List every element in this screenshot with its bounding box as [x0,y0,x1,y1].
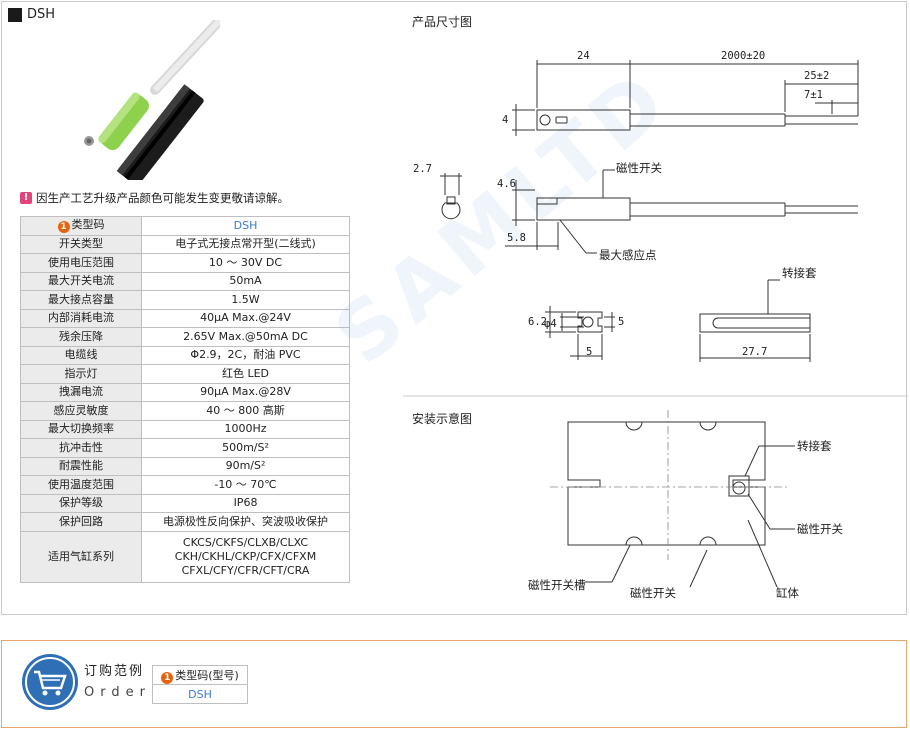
dim-24: 24 [577,50,590,62]
dim-27-7: 27.7 [742,346,768,358]
dim-phi4: φ4 [544,318,557,330]
dim-7: 7±1 [804,89,823,101]
label-mag-switch: 磁性开关 [616,161,662,175]
cylinder-series-line: CKCS/CKFS/CLXB/CLXC [182,535,309,549]
label-adapter: 转接套 [782,266,817,280]
spec-value: Φ2.9，2C，耐油 PVC [141,345,350,365]
dim-2000: 2000±20 [721,50,766,62]
notice-text: 因生产工艺升级产品颜色可能发生变更敬请谅解。 [36,191,289,205]
spec-value: -10 ～ 70℃ [141,475,350,495]
spec-row: 开关类型电子式无接点常开型(二线式) [20,234,350,254]
dim-6-2: 6.2 [528,316,547,328]
spec-value: 50mA [141,271,350,291]
spec-value: IP68 [141,493,350,513]
spec-key: 开关类型 [20,234,142,254]
warning-icon: ! [20,192,32,204]
order-title: 订购范例 [84,664,145,679]
dim-5-right: 5 [618,316,625,328]
spec-key: 指示灯 [20,364,142,384]
install-label-mag-switch: 磁性开关 [797,522,843,536]
install-label-adapter: 转接套 [797,439,832,453]
spec-key: 最大接点容量 [20,290,142,310]
number-one-badge: 1 [57,221,70,234]
cylinder-series-line: CFXL/CFY/CFR/CFT/CRA [181,563,310,577]
spec-value: 1000Hz [141,419,350,439]
spec-key: 抗冲击性 [20,438,142,458]
dim-25: 25±2 [804,70,830,82]
dim-4: 4 [502,114,509,126]
dim-2-7: 2.7 [413,163,432,175]
spec-key: 使用温度范围 [20,475,142,495]
label-max-point: 最大感应点 [599,248,657,262]
title-square-icon [8,7,22,22]
number-one-badge: 1 [161,671,174,684]
order-value-cell: DSH [152,684,248,704]
dimension-section-title: 产品尺寸图 [412,15,473,29]
install-label-mag-switch-bottom: 磁性开关 [630,586,676,600]
product-panel [1,1,907,615]
spec-key: 感应灵敏度 [20,401,142,421]
dim-5-8: 5.8 [507,232,526,244]
cylinder-series-line: CKH/CKHL/CKP/CFX/CFXM [174,549,317,563]
spec-value: DSH [141,216,350,236]
spec-row: 使用温度范围-10 ～ 70℃ [20,475,350,495]
spec-value: 40μA Max.@24V [141,308,350,328]
dim-4-6: 4.6 [497,178,516,190]
spec-value: 1.5W [141,290,350,310]
spec-value: 红色 LED [141,364,350,384]
dimension-drawing [403,60,908,588]
notice: ! 因生产工艺升级产品颜色可能发生变更敬请谅解。 [20,190,289,206]
spec-value: 电源极性反向保护、突波吸收保护 [141,512,350,532]
order-panel [1,640,907,728]
order-subtitle: Order [84,685,151,700]
spec-key: 内部消耗电流 [20,308,142,328]
spec-row: 指示灯红色 LED [20,364,350,384]
spec-key: 耐震性能 [20,456,142,476]
spec-key: 拽漏电流 [20,382,142,402]
install-label-slot: 磁性开关槽 [528,578,586,592]
product-title: DSH [8,7,55,22]
product-photo [84,20,220,180]
cart-icon [22,654,78,710]
spec-value: 90m/S² [141,456,350,476]
spec-value: 500m/S² [141,438,350,458]
spec-value: 2.65V Max.@50mA DC [141,327,350,347]
dim-5-bottom: 5 [586,346,593,358]
spec-value: 40 ～ 800 高斯 [141,401,350,421]
spec-value: 10 ～ 30V DC [141,253,350,273]
model-name: DSH [27,7,56,22]
install-label-cylinder: 缸体 [776,586,799,600]
spec-key: 最大切换频率 [20,419,142,439]
spec-key: 使用电压范围 [20,253,142,273]
spec-value: 电子式无接点常开型(二线式) [141,234,350,254]
install-section-title: 安装示意图 [412,412,473,426]
spec-key: 适用气缸系列 [20,530,142,583]
